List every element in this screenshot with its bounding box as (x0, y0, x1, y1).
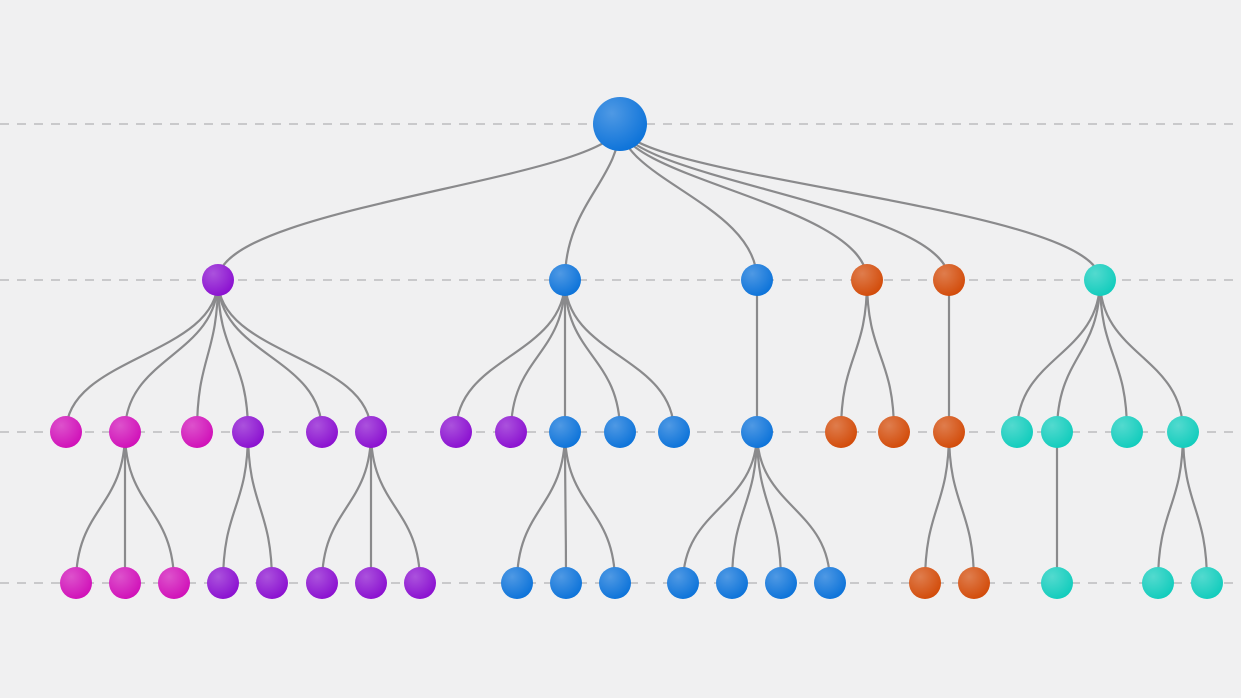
tree-node-orange (851, 264, 883, 296)
tree-node-blue (604, 416, 636, 448)
tree-node-magenta (60, 567, 92, 599)
edge-r.5.3-to-r.5.3.0 (1156, 431, 1185, 584)
tree-node-magenta (181, 416, 213, 448)
edge-r.0-to-r.0.5 (216, 279, 373, 433)
edge-r-to-r.5 (618, 123, 1102, 281)
edge-r.5-to-r.5.2 (1098, 279, 1129, 433)
edge-r.0.5-to-r.0.5.2 (369, 431, 422, 584)
edge-r.0-to-r.0.2 (195, 279, 220, 433)
tree-node-purple (440, 416, 472, 448)
tree-node-magenta (50, 416, 82, 448)
tree-node-teal (1041, 416, 1073, 448)
edge-r.1-to-r.1.4 (563, 279, 676, 433)
tree-nodes (50, 97, 1223, 599)
tree-node-teal (1191, 567, 1223, 599)
edge-r.0-to-r.0.4 (216, 279, 324, 433)
tree-node-orange (909, 567, 941, 599)
edge-r.3-to-r.3.1 (865, 279, 896, 433)
tree-node-teal (1041, 567, 1073, 599)
edge-r.3-to-r.3.0 (839, 279, 869, 433)
tree-node-magenta (158, 567, 190, 599)
tree-node-purple (355, 567, 387, 599)
tree-node-blue (667, 567, 699, 599)
edge-r.0.1-to-r.0.1.0 (74, 431, 127, 584)
edge-r.2.0-to-r.2.0.1 (730, 431, 759, 584)
edge-r.2.0-to-r.2.0.0 (681, 431, 759, 584)
tree-node-teal (1001, 416, 1033, 448)
tree-node-purple (306, 416, 338, 448)
edge-r-to-r.3 (618, 123, 869, 281)
edge-r.2.0-to-r.2.0.2 (755, 431, 783, 584)
edge-r.1-to-r.1.3 (563, 279, 622, 433)
tree-node-orange (933, 264, 965, 296)
tree-node-orange (825, 416, 857, 448)
tree-node-blue (549, 264, 581, 296)
edge-r.1-to-r.1.0 (454, 279, 567, 433)
tree-node-blue (549, 416, 581, 448)
edge-r.2.0-to-r.2.0.3 (755, 431, 832, 584)
tree-node-teal (1084, 264, 1116, 296)
tree-node-teal (1167, 416, 1199, 448)
tree-node-purple (495, 416, 527, 448)
tree-node-blue (741, 264, 773, 296)
tree-node-blue (550, 567, 582, 599)
tree-node-purple (306, 567, 338, 599)
edge-r.4.0-to-r.4.0.0 (923, 431, 951, 584)
edge-r.0.5-to-r.0.5.0 (320, 431, 373, 584)
edge-r.4.0-to-r.4.0.1 (947, 431, 976, 584)
edge-r-to-r.0 (216, 123, 622, 281)
tree-node-blue (716, 567, 748, 599)
tree-node-magenta (109, 567, 141, 599)
edge-r.1.2-to-r.1.2.2 (563, 431, 617, 584)
edge-r.1-to-r.1.1 (509, 279, 567, 433)
tree-node-orange (958, 567, 990, 599)
tree-node-blue (501, 567, 533, 599)
edge-r.5.3-to-r.5.3.1 (1181, 431, 1209, 584)
tree-node-orange (878, 416, 910, 448)
tree-node-purple (232, 416, 264, 448)
tree-node-blue (814, 567, 846, 599)
edge-r.0-to-r.0.1 (123, 279, 220, 433)
tree-node-teal (1111, 416, 1143, 448)
tree-node-teal (1142, 567, 1174, 599)
tree-node-purple (256, 567, 288, 599)
tree-node-blue (741, 416, 773, 448)
tree-node-purple (207, 567, 239, 599)
tree-node-purple (355, 416, 387, 448)
tree-node-blue (658, 416, 690, 448)
tree-node-orange (933, 416, 965, 448)
edge-r.0.3-to-r.0.3.1 (246, 431, 274, 584)
tree-node-magenta (109, 416, 141, 448)
tree-node-root (593, 97, 647, 151)
tree-node-blue (599, 567, 631, 599)
edge-r.0-to-r.0.0 (64, 279, 220, 433)
tree-edges (64, 123, 1209, 584)
tree-node-purple (404, 567, 436, 599)
edge-r.1.2-to-r.1.2.1 (563, 431, 568, 584)
tree-node-blue (765, 567, 797, 599)
edge-r.5-to-r.5.0 (1015, 279, 1102, 433)
tree-node-purple (202, 264, 234, 296)
level-guides (0, 123, 1241, 584)
edge-r.0.3-to-r.0.3.0 (221, 431, 250, 584)
edge-r.0.1-to-r.0.1.2 (123, 431, 176, 584)
edge-r.1.2-to-r.1.2.0 (515, 431, 567, 584)
edge-r.5-to-r.5.1 (1055, 279, 1102, 433)
edge-r.5-to-r.5.3 (1098, 279, 1185, 433)
edge-r.0-to-r.0.3 (216, 279, 250, 433)
